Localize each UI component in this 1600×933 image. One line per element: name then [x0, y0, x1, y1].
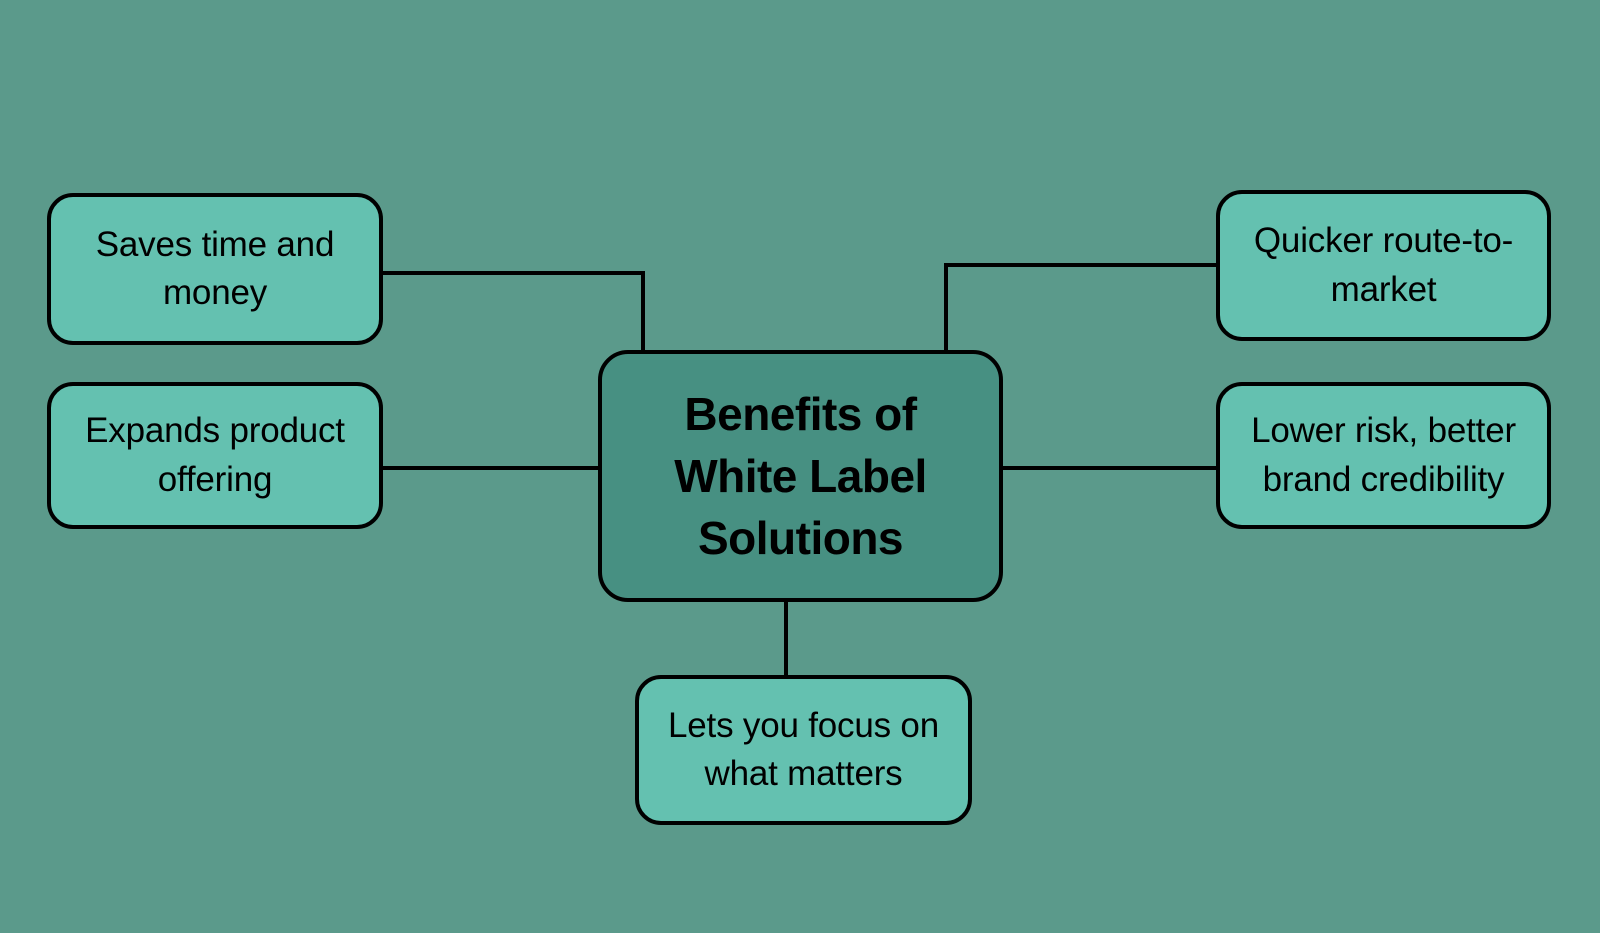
- node-expands-product-label: Expands product offering: [85, 411, 345, 499]
- node-quicker-route[interactable]: Quicker route-to-market: [1216, 190, 1551, 341]
- node-expands-product[interactable]: Expands product offering: [47, 382, 383, 529]
- node-central-topic[interactable]: Benefits of White Label Solutions: [598, 350, 1003, 602]
- node-saves-time[interactable]: Saves time and money: [47, 193, 383, 345]
- node-quicker-route-label: Quicker route-to-market: [1253, 221, 1514, 309]
- node-lower-risk[interactable]: Lower risk, better brand credibility: [1216, 382, 1551, 529]
- connector-saves-time: [383, 271, 645, 350]
- node-central-topic-label: Benefits of White Label Solutions: [674, 387, 927, 565]
- connector-quicker-route: [944, 263, 1216, 350]
- node-lets-you-focus-label: Lets you focus on what matters: [668, 705, 939, 793]
- node-saves-time-label: Saves time and money: [95, 224, 335, 312]
- node-lets-you-focus[interactable]: Lets you focus on what matters: [635, 675, 972, 825]
- node-lower-risk-label: Lower risk, better brand credibility: [1251, 411, 1516, 499]
